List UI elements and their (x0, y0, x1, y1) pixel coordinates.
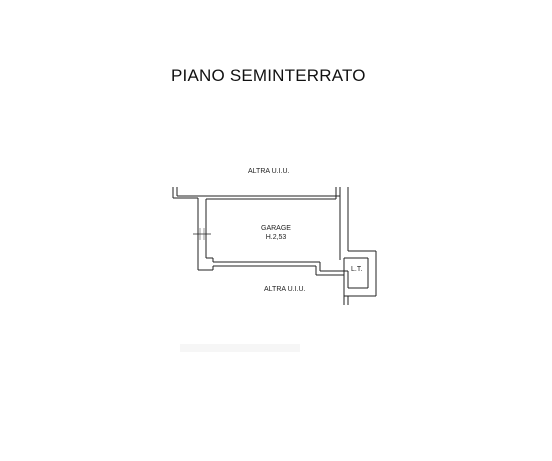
label-room-name: GARAGE (261, 225, 291, 232)
door-mark (193, 228, 211, 240)
plan-title: PIANO SEMINTERRATO (171, 66, 366, 85)
top-wall-left (172, 187, 206, 199)
right-wall (335, 187, 377, 305)
label-bottom-neighbor: ALTRA U.I.U. (264, 286, 306, 293)
top-wall-right (206, 187, 341, 200)
scan-smudge (180, 344, 300, 352)
label-room-height: H.2,53 (265, 234, 287, 241)
label-top-neighbor: ALTRA U.I.U. (248, 168, 290, 175)
label-stair: L.T. (351, 266, 363, 273)
bottom-wall (212, 258, 348, 276)
